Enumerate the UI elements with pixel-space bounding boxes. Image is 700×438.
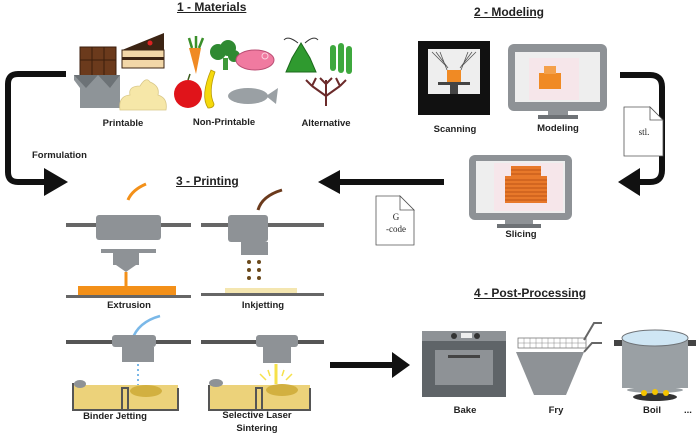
scanning-label: Scanning xyxy=(433,124,477,135)
binder-jetting-printer-icon xyxy=(66,314,191,411)
extrusion-printer-icon xyxy=(66,182,191,298)
apple-icon xyxy=(174,73,202,108)
printing-title: 3 - Printing xyxy=(176,174,239,188)
stl-file-label: stl. xyxy=(638,127,650,137)
modeling-monitor-icon xyxy=(508,44,607,119)
cake-slice-icon xyxy=(121,33,165,69)
non-printable-label: Non-Printable xyxy=(192,117,256,128)
banana-icon xyxy=(204,69,216,109)
puree-icon xyxy=(119,79,167,111)
fungi-icon xyxy=(305,77,347,106)
binder-jetting-label: Binder Jetting xyxy=(83,411,147,422)
oven-icon xyxy=(422,331,506,397)
formulation-arrow xyxy=(5,71,68,196)
broccoli-icon xyxy=(210,40,240,70)
sls-printer-icon xyxy=(201,335,324,411)
chocolate-bar-icon xyxy=(74,46,120,108)
fry-label: Fry xyxy=(548,405,564,416)
gcode-arrow xyxy=(318,170,444,194)
alternative-label: Alternative xyxy=(301,118,351,129)
carrot-icon xyxy=(187,36,205,74)
more-ellipsis: ... xyxy=(684,405,692,416)
inkjetting-label: Inkjetting xyxy=(241,300,285,311)
gcode-line2: -code xyxy=(386,224,406,234)
gcode-line1: G xyxy=(392,212,400,222)
modeling-label: Modeling xyxy=(537,123,579,134)
boiling-pot-icon xyxy=(614,329,696,401)
printable-label: Printable xyxy=(102,118,144,129)
extrusion-label: Extrusion xyxy=(107,300,151,311)
slicing-monitor-icon xyxy=(469,155,572,228)
formulation-label: Formulation xyxy=(32,150,87,161)
gcode-file-icon xyxy=(375,195,415,246)
scanner-icon xyxy=(418,41,490,115)
bake-label: Bake xyxy=(453,405,477,416)
stl-file-icon xyxy=(623,106,664,157)
insect-icon xyxy=(283,37,319,73)
modeling-title: 2 - Modeling xyxy=(474,5,544,19)
materials-title: 1 - Materials xyxy=(177,0,247,14)
algae-icon xyxy=(330,43,352,74)
post-processing-title: 4 - Post-Processing xyxy=(474,286,587,300)
sls-label-line1: Selective Laser xyxy=(222,410,292,421)
inkjet-printer-icon xyxy=(201,188,324,296)
post-arrow xyxy=(330,352,410,378)
slicing-label: Slicing xyxy=(505,229,537,240)
meat-icon xyxy=(235,49,275,71)
boil-label: Boil xyxy=(643,405,661,416)
fish-icon xyxy=(228,88,278,104)
fryer-icon xyxy=(516,322,602,395)
sls-label-line2: Sintering xyxy=(236,423,278,434)
